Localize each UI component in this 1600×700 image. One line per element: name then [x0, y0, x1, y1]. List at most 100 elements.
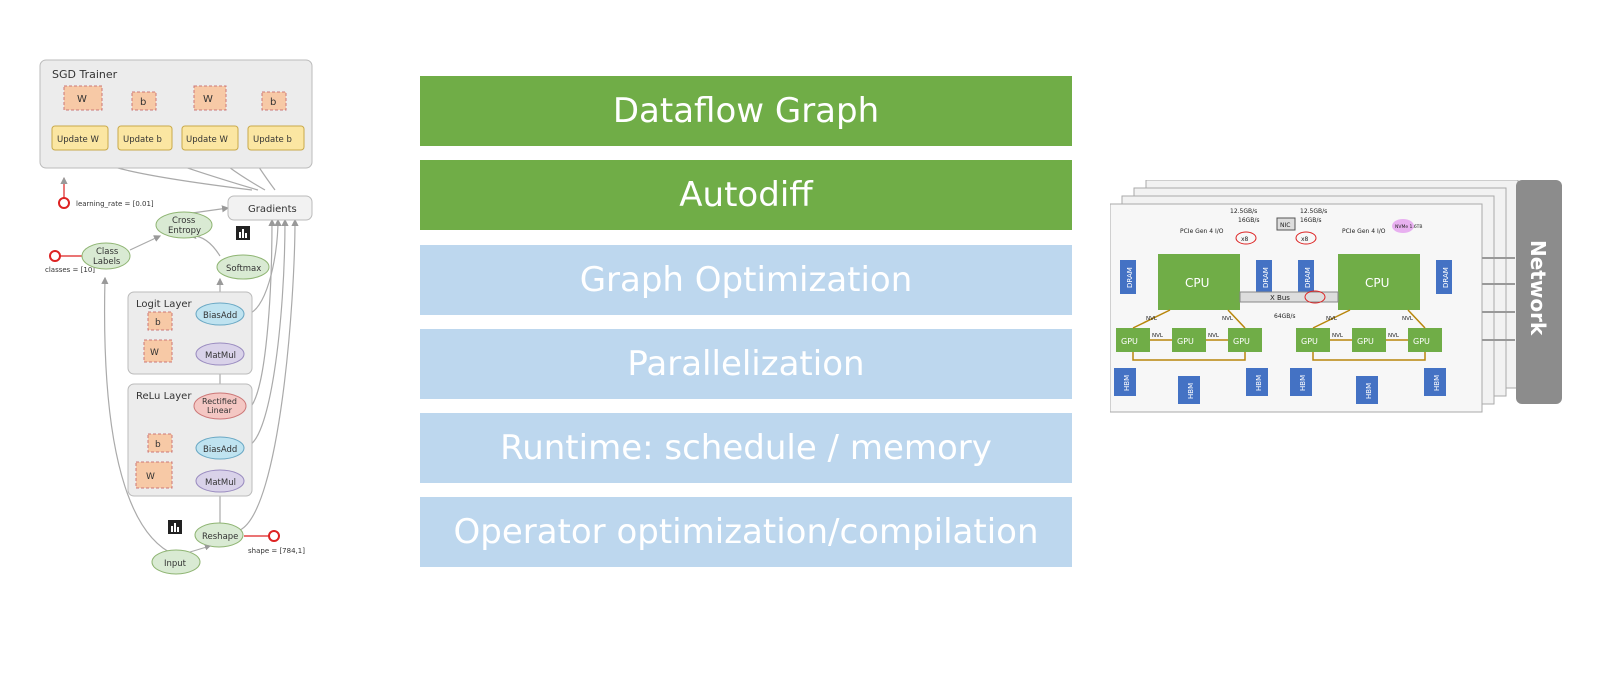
logit-biasadd-label: BiasAdd — [203, 311, 237, 321]
gpu-2-label: GPU — [1177, 337, 1194, 346]
learning-rate-node — [58, 197, 70, 209]
hbm-3 — [1246, 368, 1268, 396]
update-b-hi-label: Update b — [123, 135, 162, 145]
relu-layer-title: ReLu Layer — [136, 391, 192, 402]
x-bus-marker — [1304, 290, 1326, 304]
logit-matmul-label: MatMul — [205, 351, 236, 361]
logit-biasadd-node — [195, 302, 245, 326]
cross-entropy-node — [155, 211, 213, 239]
shape-node — [268, 530, 280, 542]
dataflow-graph-diagram: SGD Trainer W b W b Update W Update b Up… — [39, 59, 313, 575]
gpu-5-label: GPU — [1357, 337, 1374, 346]
network-bar — [1516, 180, 1562, 404]
rectified-label-1: Rectified — [202, 397, 237, 406]
relu-w-hi-label: W — [146, 472, 155, 482]
param-w-sm — [193, 85, 227, 111]
gpu-4 — [1296, 328, 1330, 352]
gpu-6 — [1408, 328, 1442, 352]
softmax-node — [216, 254, 270, 280]
hbm-1 — [1114, 368, 1136, 396]
bw-left-16: 16GB/s — [1238, 217, 1260, 224]
cross-entropy-label-1: Cross — [172, 216, 196, 226]
nvme-badge — [1392, 219, 1414, 233]
classes-label: classes = [10] — [45, 266, 95, 274]
nvl-label-2: NVL — [1208, 333, 1220, 339]
hbm-5-label: HBM — [1365, 383, 1373, 399]
param-w-sm-label: W — [203, 94, 213, 105]
dram-4 — [1436, 260, 1452, 294]
param-b-hi — [131, 91, 157, 111]
update-w-sm-label: Update W — [186, 135, 228, 145]
gpu-6-label: GPU — [1413, 337, 1430, 346]
cross-entropy-label-2: Entropy — [168, 226, 201, 236]
nvl-label-4: NVL — [1388, 333, 1400, 339]
layer-autodiff-label: Autodiff — [679, 175, 813, 215]
hardware-diagram: CPU CPU DRAM DRAM DRAM DRAM PCIe Gen 4 I… — [1110, 180, 1562, 413]
layer-graph-optimization: Graph Optimization — [420, 245, 1072, 315]
param-b-sm-label: b — [270, 97, 276, 108]
dram-4-label: DRAM — [1442, 267, 1450, 288]
softmax-label: Softmax — [226, 264, 261, 274]
update-w-hi-label: Update W — [57, 135, 99, 145]
reshape-node — [194, 522, 244, 548]
cpu-left-label: CPU — [1185, 276, 1209, 290]
learning-rate-label: learning_rate = [0.01] — [76, 200, 154, 208]
logit-b-sm — [147, 311, 173, 331]
param-b-hi-label: b — [140, 97, 146, 108]
gradients-label: Gradients — [248, 204, 297, 215]
pcie-right-label: PCIe Gen 4 I/O — [1342, 228, 1386, 235]
class-labels-label-1: Class — [96, 247, 119, 257]
layer-operator-optimization: Operator optimization/compilation — [420, 497, 1072, 567]
nic-box — [1276, 217, 1296, 231]
dram-3 — [1298, 260, 1314, 294]
hbm-1-label: HBM — [1123, 375, 1131, 391]
layer-operator-optimization-label: Operator optimization/compilation — [453, 512, 1039, 552]
gpu-4-label: GPU — [1301, 337, 1318, 346]
layer-dataflow-graph-label: Dataflow Graph — [612, 91, 880, 131]
update-w-sm — [181, 125, 239, 151]
update-w-hi — [51, 125, 109, 151]
gpu-5 — [1352, 328, 1386, 352]
relu-biasadd-node — [195, 436, 245, 460]
rectified-linear-node — [193, 392, 247, 420]
dram-3-label: DRAM — [1304, 267, 1312, 288]
nic-label: NIC — [1280, 222, 1290, 229]
x8-right-marker — [1295, 231, 1317, 245]
param-w-hi — [63, 85, 103, 111]
bw-right-16: 16GB/s — [1300, 217, 1322, 224]
logit-matmul-node — [195, 342, 245, 366]
gpu-3-label: GPU — [1233, 337, 1250, 346]
shape-label: shape = [784,1] — [248, 547, 305, 555]
nvme-label: NVMe 1.6TB — [1395, 224, 1423, 230]
x8-left-label: x8 — [1241, 236, 1249, 243]
gpu-2 — [1172, 328, 1206, 352]
nvl-links — [1132, 309, 1426, 361]
bw-right-125: 12.5GB/s — [1300, 208, 1327, 215]
relu-b-hi-label: b — [155, 440, 161, 450]
relu-matmul-label: MatMul — [205, 478, 236, 488]
nvl-label-5: NVL — [1146, 316, 1158, 322]
hbm-4 — [1290, 368, 1312, 396]
x-bus-label: X Bus — [1270, 294, 1290, 302]
relu-matmul-node — [195, 469, 245, 493]
logit-w-sm-label: W — [150, 348, 159, 358]
rectified-label-2: Linear — [207, 406, 233, 415]
sgd-trainer-title: SGD Trainer — [52, 68, 118, 81]
dram-1-label: DRAM — [1126, 267, 1134, 288]
hbm-2 — [1178, 376, 1200, 404]
layer-parallelization: Parallelization — [420, 329, 1072, 399]
input-node — [151, 549, 201, 575]
logit-w-sm — [143, 339, 173, 363]
gpu-1 — [1116, 328, 1150, 352]
bw-64-label: 64GB/s — [1274, 313, 1296, 320]
layer-dataflow-graph: Dataflow Graph — [420, 76, 1072, 146]
classes-node — [49, 250, 61, 262]
nvl-label-1: NVL — [1152, 333, 1164, 339]
pcie-left-label: PCIe Gen 4 I/O — [1180, 228, 1224, 235]
network-arrows — [1482, 257, 1515, 341]
layer-runtime: Runtime: schedule / memory — [420, 413, 1072, 483]
nvl-label-7: NVL — [1326, 316, 1338, 322]
gpu-1-label: GPU — [1121, 337, 1138, 346]
cpu-left — [1158, 254, 1240, 310]
nvl-label-3: NVL — [1332, 333, 1344, 339]
